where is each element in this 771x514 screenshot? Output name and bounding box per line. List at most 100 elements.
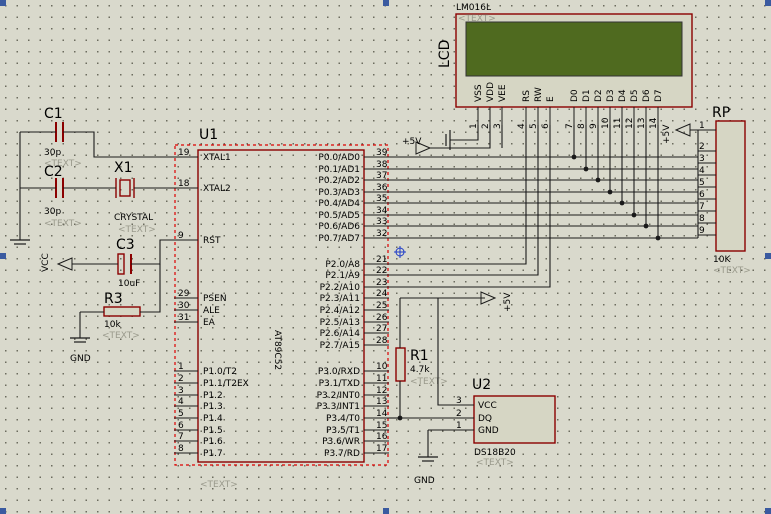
lcd-pin-number: 3: [493, 123, 503, 129]
u1-right-pin-number: 25: [376, 301, 387, 311]
c1-capacitor[interactable]: [55, 122, 64, 142]
lcd-pin-label: E: [546, 96, 556, 102]
u1-right-pin-number: 17: [376, 444, 387, 454]
u1-right-pin-label: P0.5/AD5: [318, 211, 360, 221]
c3-value: 10uF: [118, 279, 140, 289]
u1-right-pin-number: 35: [376, 194, 387, 204]
u1-selection-box: [174, 144, 389, 466]
u1-left-pin-number: 31: [178, 313, 189, 323]
c1-value: 30p: [44, 148, 61, 158]
plus5v-label-u2: +5V: [503, 292, 513, 312]
u1-left-pin-label: ALE: [203, 306, 220, 316]
u1-right-pin-label: P0.1/AD1: [318, 165, 360, 175]
u1-right-pin-label: P0.4/AD4: [318, 199, 360, 209]
u1-right-pin-label: P2.5/A13: [320, 318, 360, 328]
lcd-pin-label: D5: [630, 89, 640, 102]
u1-right-pin-number: 14: [376, 409, 388, 419]
r1-placeholder: <TEXT>: [410, 377, 448, 387]
u1-left-pin-label: P1.6: [203, 437, 223, 447]
lcd-pin-number: 14: [649, 117, 659, 129]
r3-resistor[interactable]: [103, 306, 141, 317]
u1-right-pin-label: P2.1/A9: [325, 271, 360, 281]
plus5v-label-rp: +5V: [662, 124, 672, 144]
c2-ref: C2: [44, 164, 63, 180]
u1-right-pin-number: 21: [376, 255, 387, 265]
c3-capacitor[interactable]: [117, 253, 132, 275]
plus5v-label-lcd: +5V: [402, 137, 422, 147]
lcd-pin-label: D4: [618, 89, 628, 102]
rp-pin-number: 8: [699, 214, 705, 224]
rp-pin-number: 1: [699, 121, 705, 131]
lcd-pin-number: 5: [529, 123, 539, 129]
lcd-pin-label: D7: [654, 89, 664, 102]
u2-pin-number: 1: [456, 421, 462, 431]
rp-pin-number: 9: [699, 226, 705, 236]
rp-body[interactable]: [715, 120, 746, 252]
lcd-pin-label: D0: [570, 89, 580, 102]
u1-right-pin-number: 16: [376, 432, 388, 442]
u1-right-pin-number: 27: [376, 324, 387, 334]
rp-value: 10K: [713, 255, 731, 265]
crosshair-icon: [394, 246, 406, 258]
gnd-label-r3: GND: [70, 354, 91, 364]
u1-right-pin-label: P0.0/AD0: [318, 153, 360, 163]
u1-right-pin-number: 13: [376, 397, 387, 407]
u1-right-pin-label: P0.7/AD7: [318, 234, 360, 244]
u2-body[interactable]: [473, 395, 556, 444]
u1-right-pin-number: 33: [376, 217, 387, 227]
u1-right-pin-number: 37: [376, 171, 387, 181]
u1-right-pins: 39P0.0/AD038P0.1/AD137P0.2/AD236P0.3/AD3…: [317, 148, 389, 459]
c3-ref: C3: [116, 237, 135, 253]
u1-left-pin-number: 30: [178, 301, 190, 311]
u1-model: AT89C52: [272, 330, 282, 370]
rp-pin-number: 4: [699, 166, 705, 176]
u1-left-pin-label: XTAL2: [203, 184, 231, 194]
lcd-pin-label: D2: [594, 89, 604, 102]
rp-placeholder: <TEXT>: [713, 266, 751, 276]
gnd-symbol-u2: [418, 456, 438, 462]
plus5v-arrow-u2: [480, 291, 497, 305]
u1-right-pin-number: 39: [376, 148, 388, 158]
u1-right-pin-number: 38: [376, 160, 388, 170]
u1-left-pin-number: 4: [178, 397, 184, 407]
u1-body[interactable]: [197, 149, 365, 463]
u1-right-pin-label: P2.3/A11: [320, 294, 360, 304]
c1-placeholder: <TEXT>: [44, 159, 82, 169]
c2-capacitor[interactable]: [55, 178, 64, 198]
u1-right-pin-label: P3.7/RD: [324, 449, 360, 459]
lcd-placeholder: <TEXT>: [458, 14, 496, 24]
u2-pin-label: DQ: [478, 414, 492, 424]
r1-resistor[interactable]: [395, 347, 406, 382]
c2-placeholder: <TEXT>: [44, 219, 82, 229]
lcd-pin-label: RS: [522, 90, 532, 102]
u1-right-pin-label: P0.2/AD2: [318, 176, 360, 186]
u2-model: DS18B20: [474, 448, 516, 458]
junctions: [397, 154, 661, 421]
u1-placeholder: <TEXT>: [200, 480, 238, 490]
u1-right-pin-label: P2.4/A12: [320, 306, 360, 316]
u1-right-pin-number: 24: [376, 289, 388, 299]
u1-right-pin-label: P2.2/A10: [320, 283, 361, 293]
u1-right-pin-label: P3.1/TXD: [319, 379, 360, 389]
lcd-pin-label: VDD: [486, 82, 496, 102]
u1-ref: U1: [199, 127, 218, 143]
rp-pin-number: 6: [699, 190, 705, 200]
x1-crystal[interactable]: [115, 178, 135, 198]
u2-pin-number: 2: [456, 409, 462, 419]
u1-right-pin-number: 34: [376, 206, 388, 216]
x1-ref: X1: [114, 160, 133, 176]
lcd-pin-number: 9: [589, 123, 599, 129]
u1-left-pin-label: XTAL1: [203, 153, 231, 163]
u1-right-pin-number: 22: [376, 266, 387, 276]
gnd-label-u2: GND: [414, 476, 435, 486]
lcd-pins: VSS1VDD2VEE3RS4RW5E6D07D18D29D310D411D51…: [469, 82, 664, 129]
u1-left-pin-label: P1.4: [203, 414, 223, 424]
u2-placeholder: <TEXT>: [476, 458, 514, 468]
u1-left-pin-number: 1: [178, 362, 184, 372]
lcd-pin-label: VSS: [474, 84, 484, 102]
u1-right-pin-label: P3.3/INT1: [317, 402, 360, 412]
u1-left-pin-number: 18: [178, 179, 190, 189]
